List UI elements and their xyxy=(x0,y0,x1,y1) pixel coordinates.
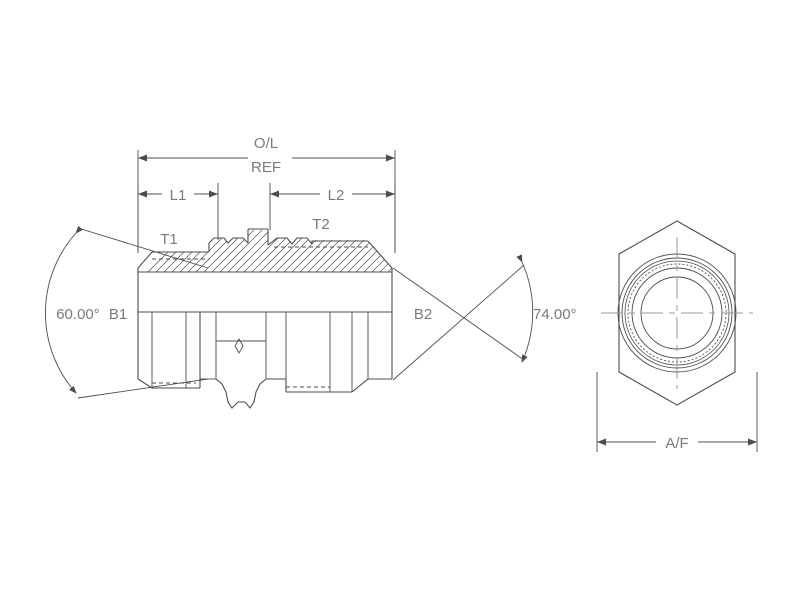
dimension-overall-length: O/L REF xyxy=(137,130,396,253)
section-lower-profile xyxy=(137,312,393,409)
bore2-callout: B2 xyxy=(414,306,432,323)
thread1-callout: T1 xyxy=(160,231,178,248)
angle-right-label: 74.00° xyxy=(533,306,577,323)
overall-length-label-line1: O/L xyxy=(254,135,278,152)
bore-section xyxy=(137,272,393,313)
angle-left-label: 60.00° xyxy=(56,306,100,323)
outer-thread-circle xyxy=(621,257,733,369)
angle-right-annotation xyxy=(392,254,534,381)
section-view-group: O/L REF L1 L xyxy=(44,130,577,409)
dimension-l2: L2 xyxy=(269,182,396,253)
l1-label: L1 xyxy=(170,187,187,204)
overall-length-label-line2: REF xyxy=(251,159,281,176)
l2-label: L2 xyxy=(328,187,345,204)
bore1-callout: B1 xyxy=(109,306,127,323)
dimension-l1: L1 xyxy=(137,182,219,253)
centerlines xyxy=(601,237,753,389)
af-label: A/F xyxy=(665,435,688,452)
thread2-callout: T2 xyxy=(312,216,330,233)
hex-flat-circle xyxy=(617,253,737,373)
hex-outline xyxy=(618,220,736,406)
angle-left-annotation xyxy=(44,225,209,399)
dimension-across-flats: A/F xyxy=(596,372,758,454)
hex-end-view-group: A/F xyxy=(596,220,758,454)
